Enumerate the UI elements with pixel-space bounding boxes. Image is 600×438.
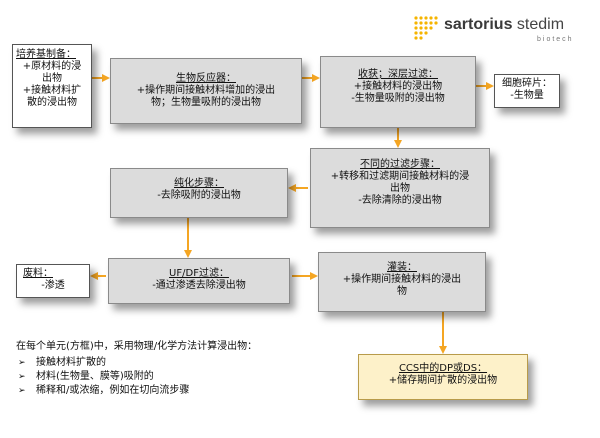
- box-filling: 灌装： +操作期间接触材料的浸出 物: [318, 252, 486, 312]
- box-waste: 废料： -渗透: [16, 264, 90, 298]
- box-bioreactor-title: 生物反应器：: [176, 73, 236, 84]
- box-bioreactor-line: +操作期间接触材料增加的浸出: [136, 85, 276, 96]
- arrow-bullet-icon: ➢: [18, 358, 26, 368]
- box-uf-df-filtration: UF/DF过滤： -通过渗透去除浸出物: [108, 258, 290, 304]
- logo-subtitle: biotech: [537, 36, 574, 43]
- box-cell-debris-title: 细胞碎片：: [502, 78, 552, 89]
- box-bioreactor-line: 物；生物量吸附的浸出物: [151, 97, 261, 108]
- box-harvest-line: +接触材料的浸出物: [353, 81, 443, 92]
- notes-intro: 在每个单元(方框)中，采用物理/化学方法计算浸出物：: [16, 341, 258, 352]
- logo-dots-icon: [414, 16, 438, 40]
- box-filling-line: 物: [397, 286, 407, 297]
- box-harvest-title: 收获；深层过滤：: [358, 69, 438, 80]
- box-waste-line: -渗透: [41, 280, 65, 291]
- arrow-bullet-icon: ➢: [18, 372, 26, 382]
- notes-list: ➢ 接触材料扩散的 ➢ 材料(生物量、膜等)吸附的 ➢ 稀释和/或浓缩，例如在切向流步…: [16, 356, 346, 398]
- box-purification-steps: 纯化步骤： -去除吸附的浸出物: [110, 168, 288, 218]
- box-media-preparation-line: 散的浸出物: [27, 97, 77, 108]
- box-ufdf-title: UF/DF过滤：: [169, 268, 229, 279]
- sartorius-stedim-logo: sartorius stedim biotech: [412, 14, 594, 50]
- box-ccs-title: CCS中的DP或DS：: [398, 363, 488, 374]
- arrow-bullet-icon: ➢: [18, 386, 26, 396]
- box-media-preparation-line: +原材料的浸: [22, 61, 82, 72]
- box-media-preparation-line: 出物: [42, 73, 62, 84]
- box-filling-line: +操作期间接触材料的浸出: [342, 274, 462, 285]
- box-filling-title: 灌装：: [387, 262, 417, 273]
- box-ufdf-line: -通过渗透去除浸出物: [152, 280, 246, 291]
- box-media-preparation: 培养基制备： +原材料的浸 出物 +接触材料扩 散的浸出物: [12, 44, 92, 128]
- box-waste-title: 废料：: [23, 268, 53, 279]
- logo-wordmark: sartorius stedim: [444, 16, 564, 34]
- box-dp-ds-in-ccs: CCS中的DP或DS： +储存期间扩散的浸出物: [358, 354, 528, 400]
- logo-name-bold: sartorius: [444, 16, 513, 33]
- box-media-preparation-line: +接触材料扩: [22, 85, 82, 96]
- box-filtration-line: -去除清除的浸出物: [358, 195, 442, 206]
- box-filtration-steps: 不同的过滤步骤： +转移和过滤期间接触材料的浸 出物 -去除清除的浸出物: [310, 148, 490, 228]
- box-harvest-line: -生物量吸附的浸出物: [351, 93, 445, 104]
- box-filtration-line: 出物: [390, 183, 410, 194]
- list-item-text: 稀释和/或浓缩，例如在切向流步骤: [36, 385, 190, 396]
- box-purification-title: 纯化步骤：: [174, 178, 224, 189]
- notes-section: 在每个单元(方框)中，采用物理/化学方法计算浸出物： ➢ 接触材料扩散的 ➢ 材料(…: [16, 340, 346, 398]
- list-item: ➢ 接触材料扩散的: [16, 356, 346, 370]
- list-item: ➢ 材料(生物量、膜等)吸附的: [16, 370, 346, 384]
- box-media-preparation-title: 培养基制备：: [16, 49, 76, 60]
- box-purification-line: -去除吸附的浸出物: [157, 190, 241, 201]
- logo-name-light: stedim: [512, 16, 565, 33]
- list-item-text: 材料(生物量、膜等)吸附的: [36, 371, 154, 382]
- box-ccs-line: +储存期间扩散的浸出物: [388, 375, 498, 386]
- list-item-text: 接触材料扩散的: [36, 357, 106, 368]
- box-harvest-depth-filtration: 收获；深层过滤： +接触材料的浸出物 -生物量吸附的浸出物: [320, 56, 476, 128]
- box-cell-debris-line: -生物量: [510, 90, 544, 101]
- box-cell-debris: 细胞碎片： -生物量: [494, 74, 560, 108]
- box-filtration-title: 不同的过滤步骤：: [360, 159, 440, 170]
- list-item: ➢ 稀释和/或浓缩，例如在切向流步骤: [16, 384, 346, 398]
- box-bioreactor: 生物反应器： +操作期间接触材料增加的浸出 物；生物量吸附的浸出物: [110, 58, 302, 124]
- box-filtration-line: +转移和过滤期间接触材料的浸: [330, 171, 470, 182]
